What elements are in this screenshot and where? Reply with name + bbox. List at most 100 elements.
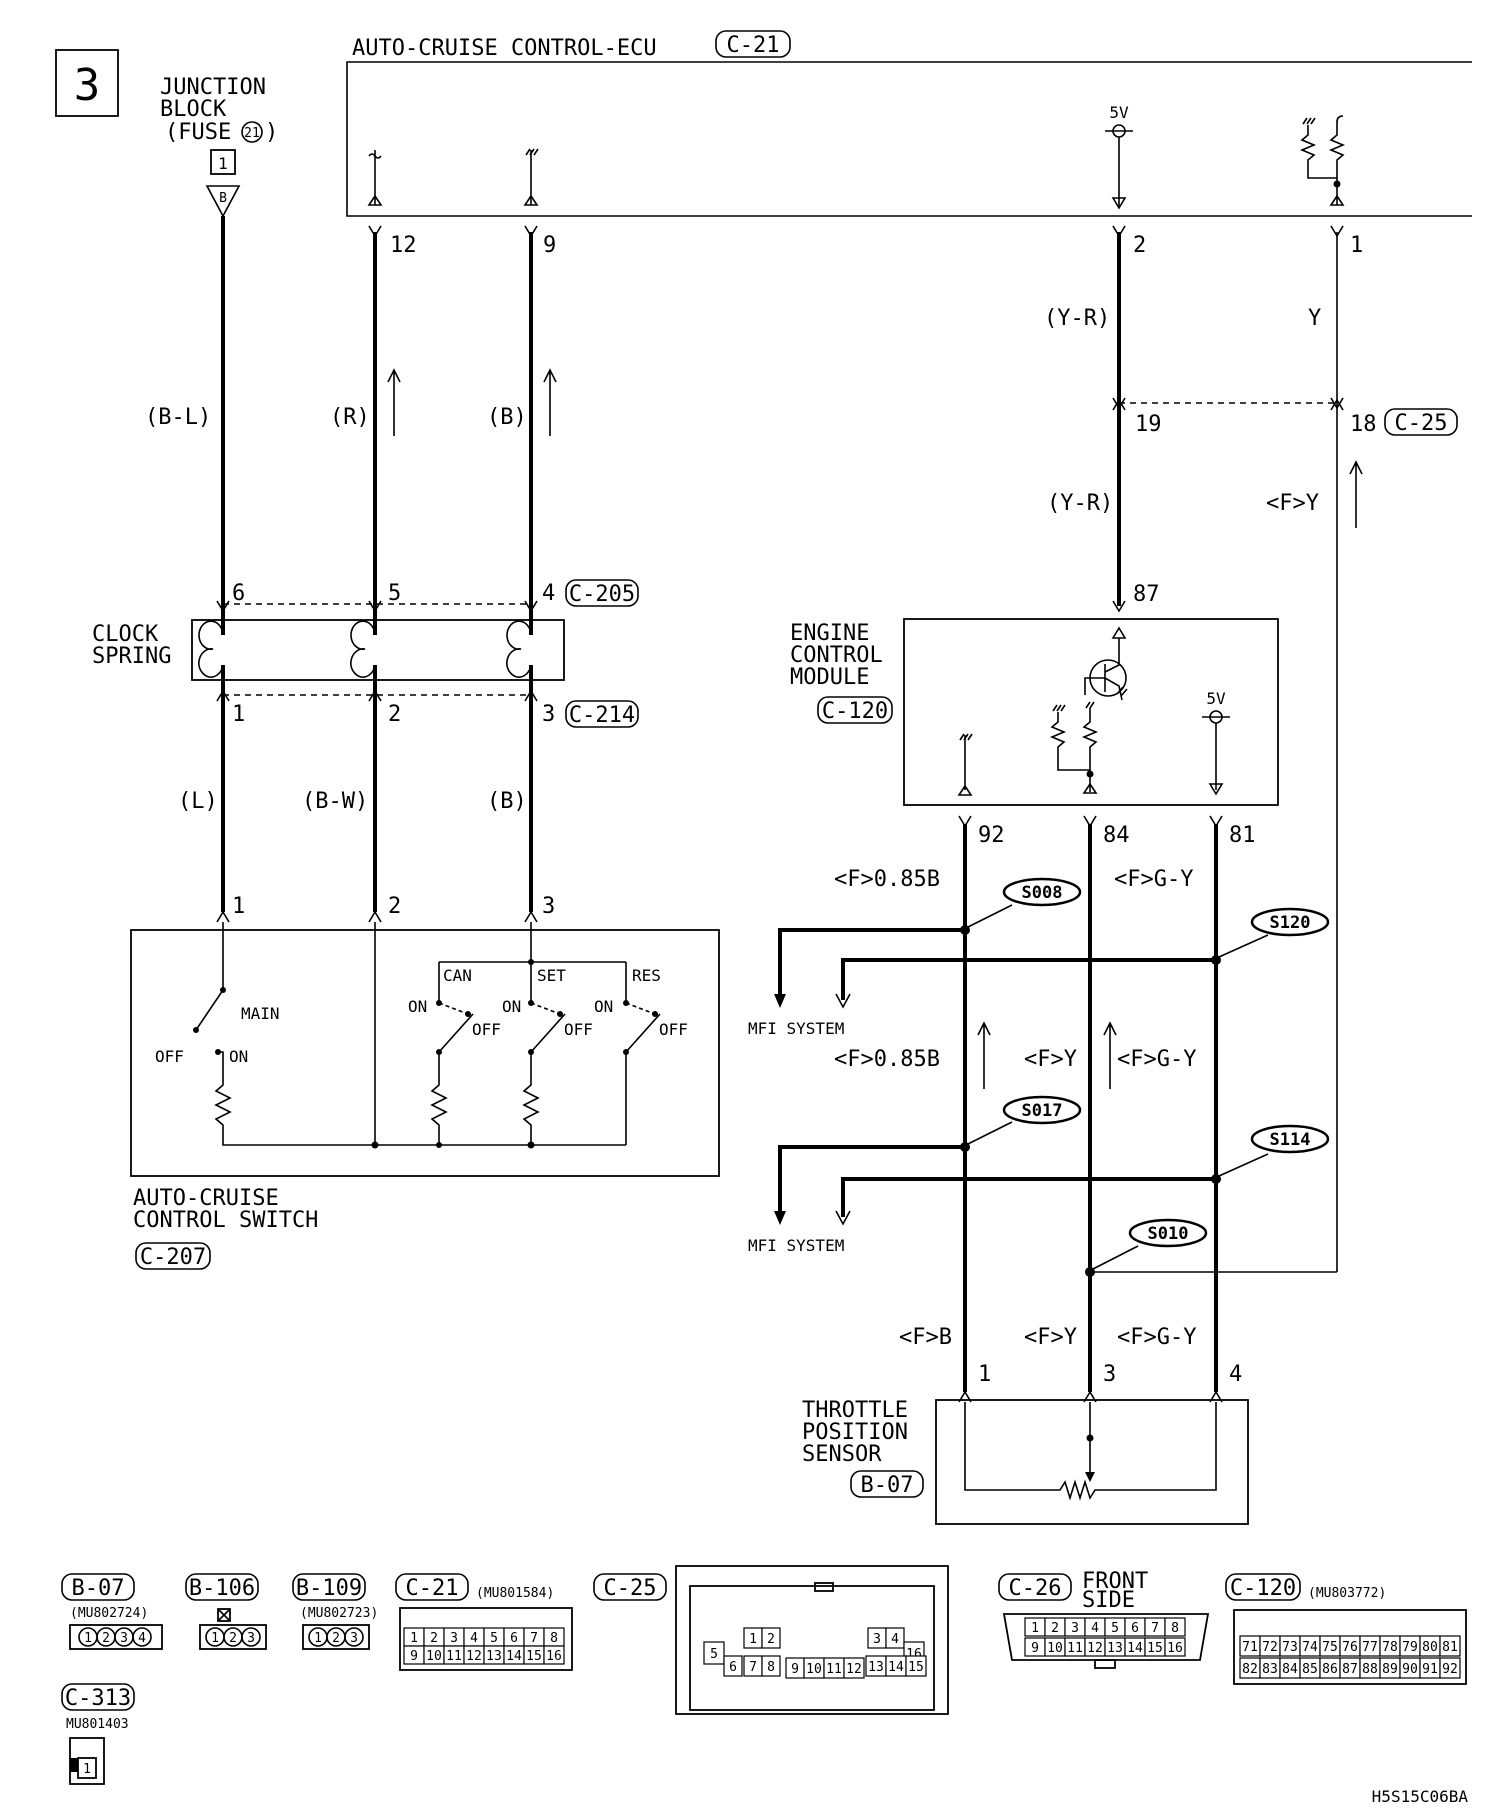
svg-text:2: 2	[332, 1631, 340, 1646]
svg-text:OFF: OFF	[564, 1020, 593, 1039]
svg-text:<F>G-Y: <F>G-Y	[1114, 867, 1193, 892]
c120-pin-grid: 71 72 73 74 75 76 77 78 79 80 81 82 83 8…	[1239, 1635, 1461, 1679]
svg-text:5: 5	[388, 581, 401, 606]
svg-text:2: 2	[388, 702, 401, 727]
svg-text:POSITION: POSITION	[802, 1420, 908, 1445]
svg-text:SET: SET	[537, 966, 566, 985]
svg-text:91: 91	[1422, 1662, 1438, 1677]
svg-text:12: 12	[466, 1649, 482, 1664]
svg-text:16: 16	[1167, 1641, 1183, 1656]
svg-text:1: 1	[1350, 233, 1363, 258]
svg-text:1: 1	[232, 702, 245, 727]
svg-text:87: 87	[1342, 1662, 1358, 1677]
svg-text:3: 3	[542, 894, 555, 919]
svg-text:S008: S008	[1022, 883, 1063, 903]
svg-text:MFI SYSTEM: MFI SYSTEM	[748, 1019, 844, 1038]
svg-text:B-07: B-07	[72, 1576, 125, 1601]
svg-text:2: 2	[229, 1631, 237, 1646]
svg-text:3: 3	[873, 1632, 881, 1647]
svg-text:75: 75	[1322, 1640, 1338, 1655]
c205-tag: C-205	[565, 579, 639, 607]
svg-text:5: 5	[1111, 1621, 1119, 1636]
svg-text:C-21: C-21	[406, 1576, 459, 1601]
svg-text:92: 92	[978, 823, 1005, 848]
svg-text:1: 1	[218, 154, 228, 173]
svg-text:4: 4	[542, 581, 555, 606]
splice-s120: S120	[1250, 907, 1330, 937]
svg-text:(Y-R): (Y-R)	[1047, 491, 1113, 516]
svg-text:THROTTLE: THROTTLE	[802, 1398, 908, 1423]
legend-b07: B-07	[61, 1573, 135, 1601]
legend-c26: C-26	[998, 1573, 1072, 1601]
left-wiring: 12 9 (B-L) (R) (B) 6 5 4 C-205 CLOCK SPR…	[92, 216, 639, 923]
svg-text:11: 11	[446, 1649, 462, 1664]
svg-text:90: 90	[1402, 1662, 1418, 1677]
c214-tag: C-214	[565, 700, 639, 728]
svg-text:OFF: OFF	[155, 1047, 184, 1066]
svg-text:2: 2	[1133, 233, 1146, 258]
svg-text:(MU802724): (MU802724)	[70, 1606, 148, 1621]
svg-text:5: 5	[710, 1647, 718, 1662]
c25-tag: C-25	[1384, 408, 1458, 436]
svg-text:<F>Y: <F>Y	[1024, 1325, 1077, 1350]
svg-text:B-109: B-109	[296, 1576, 362, 1601]
svg-text:C-26: C-26	[1009, 1576, 1062, 1601]
svg-text:8: 8	[550, 1631, 558, 1646]
splice-s008: S008	[1002, 877, 1082, 907]
svg-text:12: 12	[390, 233, 417, 258]
svg-text:B: B	[219, 191, 227, 206]
svg-text:85: 85	[1302, 1662, 1318, 1677]
c21-pin-grid: 1 2 3 4 5 6 7 8 9 10 11 12 13 14 15 16	[403, 1627, 565, 1665]
svg-text:S010: S010	[1148, 1224, 1189, 1244]
svg-text:87: 87	[1133, 582, 1160, 607]
c26-pin-grid: 1 2 3 4 5 6 7 8 9 10 11 12 13 14 15 16	[1024, 1617, 1186, 1657]
svg-text:S114: S114	[1270, 1130, 1311, 1150]
svg-text:1: 1	[211, 1631, 219, 1646]
splice-s114: S114	[1250, 1124, 1330, 1154]
svg-text:15: 15	[1147, 1641, 1163, 1656]
svg-text:88: 88	[1362, 1662, 1378, 1677]
svg-text:2: 2	[388, 894, 401, 919]
svg-text:78: 78	[1382, 1640, 1398, 1655]
svg-text:5: 5	[490, 1631, 498, 1646]
legend-b109: B-109	[292, 1573, 366, 1601]
svg-text:7: 7	[1151, 1621, 1159, 1636]
svg-text:3: 3	[1103, 1362, 1116, 1387]
section-number: 3	[74, 60, 101, 111]
svg-text:CAN: CAN	[443, 966, 472, 985]
svg-text:<F>B: <F>B	[899, 1325, 952, 1350]
svg-text:3: 3	[120, 1631, 128, 1646]
svg-text:(MU801584): (MU801584)	[476, 1586, 554, 1601]
svg-text:<F>G-Y: <F>G-Y	[1117, 1325, 1196, 1350]
svg-text:ON: ON	[502, 997, 521, 1016]
svg-text:CONTROL SWITCH: CONTROL SWITCH	[133, 1208, 318, 1233]
svg-text:2: 2	[1051, 1621, 1059, 1636]
svg-text:CLOCK: CLOCK	[92, 622, 159, 647]
svg-text:10: 10	[1047, 1641, 1063, 1656]
svg-text:80: 80	[1422, 1640, 1438, 1655]
svg-text:C-214: C-214	[569, 703, 635, 728]
svg-text:4: 4	[138, 1631, 146, 1646]
legend-c21: C-21	[395, 1573, 469, 1601]
svg-text:SPRING: SPRING	[92, 644, 171, 669]
svg-text:(FUSE: (FUSE	[165, 120, 231, 145]
svg-text:3: 3	[350, 1631, 358, 1646]
svg-text:4: 4	[470, 1631, 478, 1646]
svg-text:3: 3	[1071, 1621, 1079, 1636]
svg-text:(B): (B)	[487, 789, 527, 814]
svg-text:13: 13	[486, 1649, 502, 1664]
svg-text:10: 10	[426, 1649, 442, 1664]
svg-text:4: 4	[891, 1632, 899, 1647]
svg-text:73: 73	[1282, 1640, 1298, 1655]
svg-text:2: 2	[102, 1631, 110, 1646]
svg-text:4: 4	[1091, 1621, 1099, 1636]
svg-text:15: 15	[908, 1660, 924, 1675]
svg-text:S120: S120	[1270, 913, 1311, 933]
svg-text:<F>G-Y: <F>G-Y	[1117, 1047, 1196, 1072]
sensor-wiring: 92 84 81 <F>0.85B <F>G-Y MFI SYSTEM S008…	[748, 815, 1337, 1403]
svg-text:MFI SYSTEM: MFI SYSTEM	[748, 1236, 844, 1255]
svg-text:ON: ON	[229, 1047, 248, 1066]
c25-pin-grid: 1 2 3 4 5 16 6 7 8 9 10 11 12 13 14 15	[703, 1627, 927, 1679]
svg-text:(B-L): (B-L)	[145, 405, 211, 430]
svg-text:C-205: C-205	[569, 582, 635, 607]
